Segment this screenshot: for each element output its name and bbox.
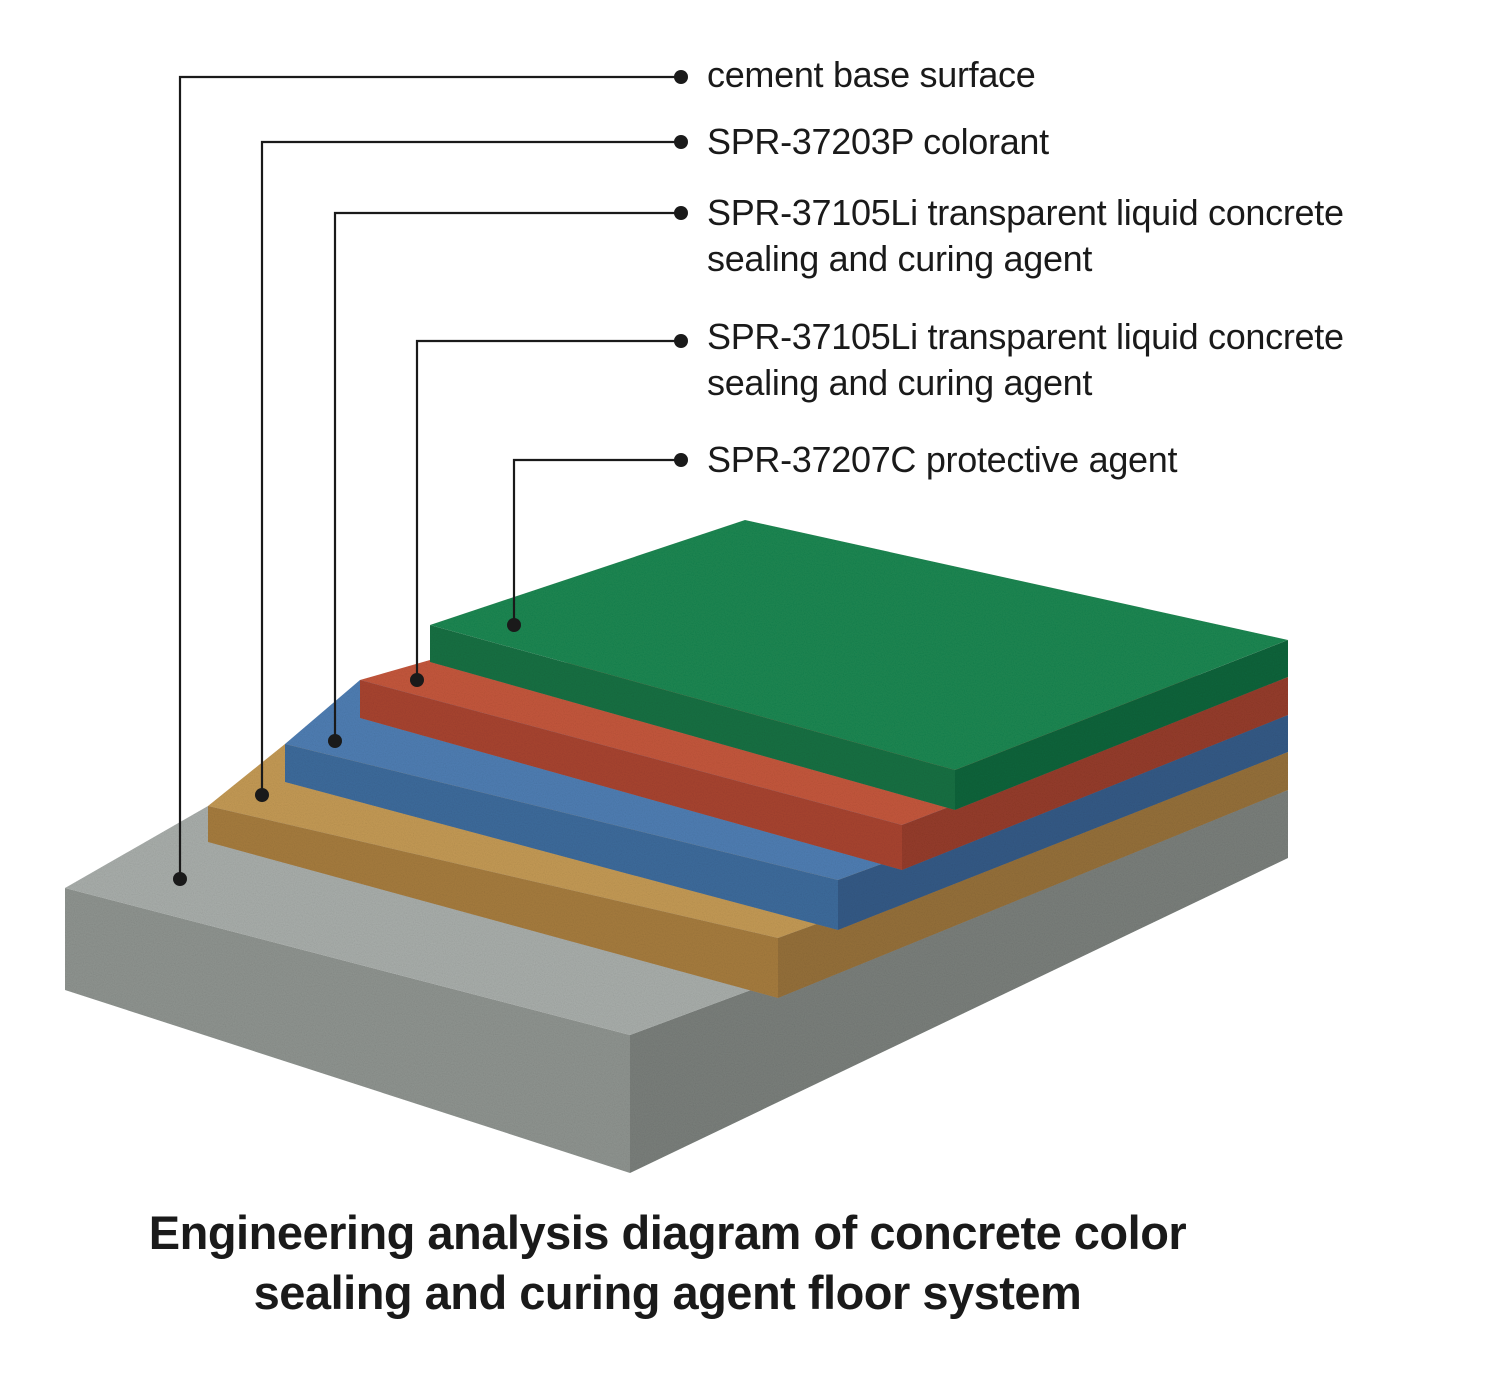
- label-sealer-2: SPR-37105Li transparent liquid concrete …: [707, 316, 1344, 403]
- leader-sealer-2: [415, 339, 680, 680]
- dot-layer-colorant: [255, 788, 269, 802]
- dot-layer-protective: [507, 618, 521, 632]
- label-dots: [674, 70, 688, 467]
- label-sealer-1: SPR-37105Li transparent liquid concrete …: [707, 192, 1344, 279]
- leader-colorant: [260, 140, 680, 794]
- sealer1-side-face: [838, 715, 1288, 930]
- protective-side-face: [955, 640, 1288, 810]
- colorant-front-face: [208, 806, 778, 998]
- protective-top-face: [430, 520, 1288, 770]
- sealer1-front-face: [285, 744, 838, 930]
- layer-protective: [430, 520, 1288, 810]
- dot-layer-sealer-2: [410, 673, 424, 687]
- dot-label-colorant: [674, 135, 688, 149]
- dot-label-sealer-2: [674, 334, 688, 348]
- protective-front-face: [430, 625, 955, 810]
- sealer2-side-face: [902, 677, 1288, 870]
- leader-sealer-1: [333, 211, 680, 741]
- dot-layer-cement: [173, 872, 187, 886]
- leader-protective: [512, 458, 680, 624]
- label-protective: SPR-37207C protective agent: [707, 439, 1178, 480]
- dot-label-sealer-1: [674, 206, 688, 220]
- leader-lines: [178, 75, 680, 878]
- label-colorant: SPR-37203P colorant: [707, 121, 1049, 162]
- dot-layer-sealer-1: [328, 734, 342, 748]
- dot-label-protective: [674, 453, 688, 467]
- sealer2-front-face: [360, 680, 902, 870]
- label-cement-base: cement base surface: [707, 54, 1036, 95]
- cement-side-face: [630, 790, 1288, 1173]
- colorant-side-face: [778, 752, 1288, 998]
- diagram-caption: Engineering analysis diagram of concrete…: [148, 1206, 1187, 1319]
- cement-front-face: [65, 888, 630, 1173]
- dot-label-cement: [674, 70, 688, 84]
- layer-dots: [173, 618, 521, 886]
- leader-cement: [178, 75, 680, 878]
